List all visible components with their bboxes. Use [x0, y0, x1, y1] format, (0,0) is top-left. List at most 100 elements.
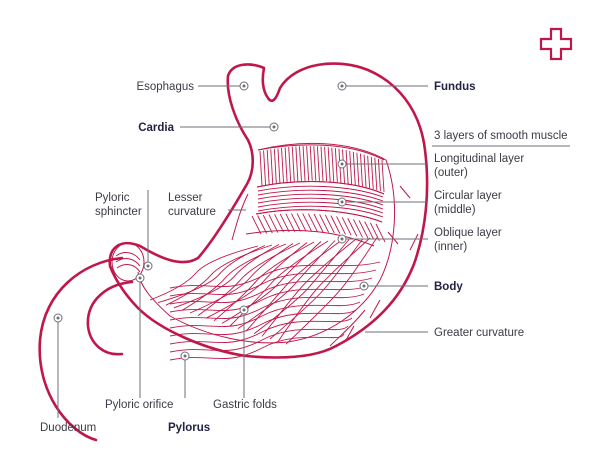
- label-circular-2: (middle): [434, 204, 476, 216]
- gastric-fold-line: [169, 261, 381, 289]
- longitudinal-hatch-line: [284, 147, 288, 183]
- label-greater-curvature: Greater curvature: [434, 327, 524, 339]
- longitudinal-hatch-line: [306, 146, 310, 181]
- label-lesser-curvature-2: curvature: [168, 206, 216, 218]
- label-longitudinal-1: Longitudinal layer: [434, 153, 524, 165]
- label-oblique-1: Oblique layer: [434, 227, 502, 239]
- medical-cross-icon: [539, 27, 573, 61]
- oblique-hatch-line: [353, 219, 363, 238]
- label-longitudinal-2: (outer): [434, 167, 468, 179]
- label-gastric-folds: Gastric folds: [213, 399, 277, 411]
- gastric-fold-line: [261, 238, 357, 337]
- greater-curvature-marks: [345, 185, 419, 341]
- longitudinal-hatch-line: [324, 146, 328, 182]
- longitudinal-hatch-line: [277, 148, 281, 184]
- oblique-hatch-line: [336, 216, 346, 235]
- circular-hatch-line: [257, 185, 384, 198]
- oblique-hatch-line: [313, 213, 324, 233]
- longitudinal-hatch-line: [263, 150, 267, 186]
- longitudinal-hatch-line: [316, 146, 320, 181]
- circular-hatch-line: [257, 205, 384, 218]
- gastric-fold-line: [149, 245, 259, 301]
- gastric-fold-line: [285, 237, 378, 345]
- gastric-fold-line: [213, 241, 315, 322]
- circular-hatching: [257, 185, 384, 218]
- oblique-hatch-line: [257, 215, 268, 234]
- leader-lines: [57, 85, 570, 418]
- longitudinal-hatch-line: [295, 146, 299, 182]
- longitudinal-hatch-line: [320, 146, 324, 182]
- oblique-hatch-line: [262, 214, 273, 234]
- oblique-hatch-line: [319, 214, 330, 233]
- oblique-layer-shape: [245, 209, 383, 247]
- longitudinal-hatch-line: [281, 147, 284, 183]
- gastric-fold-line: [245, 239, 343, 332]
- oblique-hatch-line: [268, 214, 279, 233]
- label-circular-1: Circular layer: [434, 190, 502, 202]
- longitudinal-hatch-line: [360, 153, 363, 187]
- oblique-hatch-line: [274, 214, 284, 233]
- longitudinal-hatch-line: [374, 157, 378, 191]
- longitudinal-hatch-line: [331, 147, 335, 182]
- label-duodenum: Duodenum: [40, 422, 96, 434]
- gastric-fold-line: [169, 293, 365, 321]
- gastric-fold-line: [169, 325, 349, 353]
- oblique-hatch-line: [291, 213, 301, 232]
- stomach-outline: [108, 62, 429, 359]
- marker-dots: [53, 81, 369, 361]
- circular-hatch-line: [257, 193, 384, 206]
- pyloric-sphincter-shape: [111, 242, 145, 282]
- oblique-hatch-line: [347, 218, 358, 237]
- longitudinal-hatch-line: [266, 149, 270, 185]
- label-fundus: Fundus: [434, 81, 476, 93]
- oblique-hatch-line: [358, 220, 369, 239]
- oblique-hatch-line: [302, 213, 313, 232]
- gastric-fold-line: [169, 309, 357, 337]
- label-pyloric-sphincter-1: Pyloric: [95, 192, 130, 204]
- gastric-fold-line: [169, 277, 373, 305]
- longitudinal-hatch-line: [352, 151, 356, 186]
- oblique-hatch-line: [251, 215, 262, 235]
- greater-curvature-bracket: [329, 309, 366, 347]
- label-lesser-curvature-1: Lesser: [168, 192, 203, 204]
- circular-hatch-line: [257, 201, 384, 214]
- circular-hatch-line: [257, 197, 384, 210]
- gastric-fold-line: [169, 285, 369, 313]
- oblique-hatch-line: [330, 215, 341, 234]
- longitudinal-hatch-line: [302, 146, 306, 181]
- longitudinal-hatch-line: [273, 148, 277, 184]
- longitudinal-hatch-line: [259, 150, 263, 187]
- gastric-fold-line: [253, 239, 350, 335]
- oblique-hatch-line: [324, 214, 335, 234]
- label-oblique-2: (inner): [434, 241, 467, 253]
- longitudinal-hatching: [259, 146, 385, 193]
- label-layers-heading: 3 layers of smooth muscle: [434, 130, 568, 142]
- longitudinal-hatch-line: [349, 150, 353, 185]
- label-cardia: Cardia: [138, 122, 174, 134]
- longitudinal-hatch-line: [345, 150, 349, 184]
- longitudinal-hatch-line: [288, 147, 292, 183]
- longitudinal-hatch-line: [327, 147, 331, 182]
- label-esophagus: Esophagus: [136, 81, 194, 93]
- oblique-hatching: [251, 213, 386, 243]
- duodenum-shape: [38, 256, 134, 442]
- longitudinal-hatch-line: [309, 146, 313, 181]
- label-pyloric-orifice: Pyloric orifice: [105, 399, 173, 411]
- gastric-fold-line: [165, 244, 273, 306]
- longitudinal-hatch-line: [270, 149, 274, 185]
- lesser-curvature-bracket: [231, 193, 249, 241]
- oblique-hatch-line: [279, 213, 290, 233]
- oblique-hatch-line: [341, 217, 352, 236]
- longitudinal-hatch-line: [334, 148, 338, 183]
- gastric-fold-line: [237, 240, 336, 329]
- longitudinal-hatch-line: [363, 154, 367, 188]
- gastric-fold-line: [169, 301, 361, 329]
- circular-hatch-line: [257, 189, 384, 202]
- gastric-fold-line: [277, 237, 371, 342]
- longitudinal-hatch-line: [299, 146, 302, 182]
- longitudinal-hatch-line: [291, 146, 295, 182]
- longitudinal-hatch-line: [367, 155, 371, 189]
- longitudinal-hatch-line: [370, 156, 374, 190]
